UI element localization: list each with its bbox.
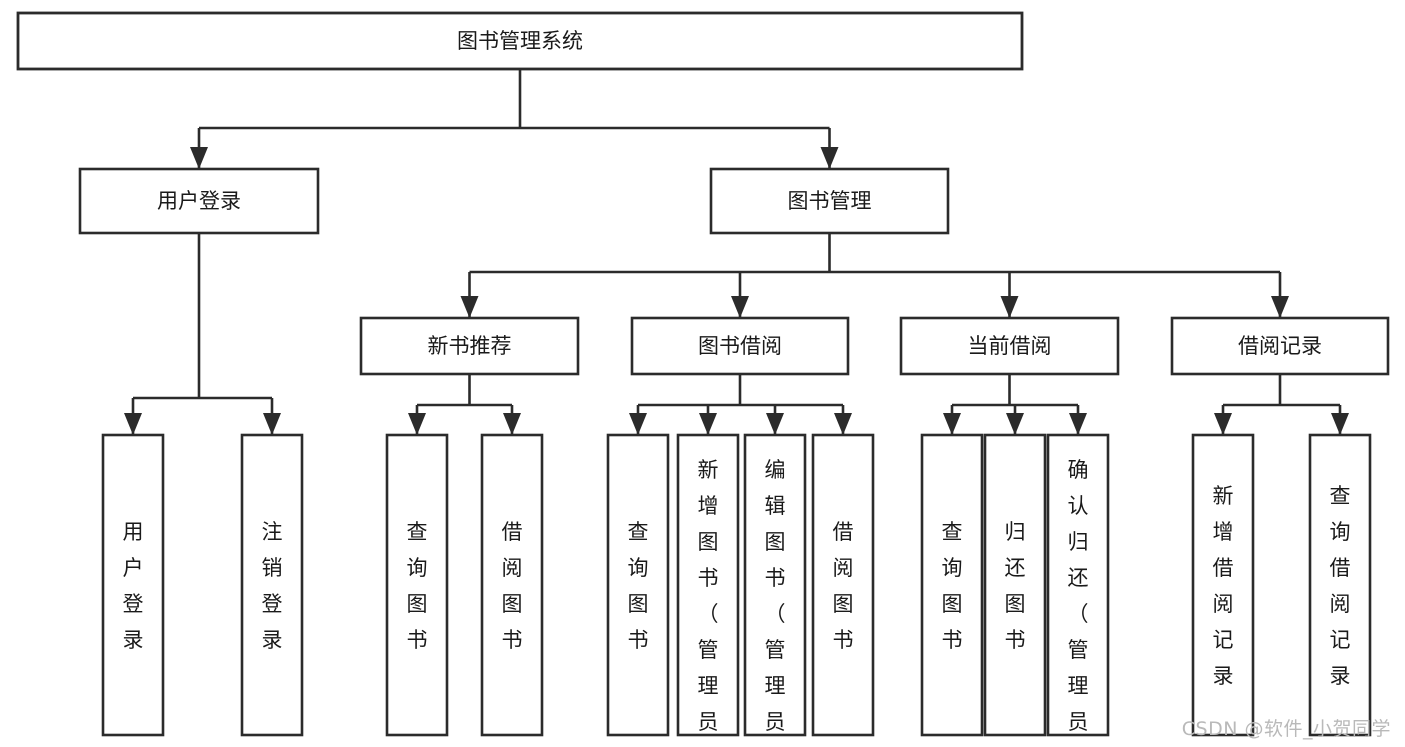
node-current-borrow[interactable]: 当前借阅 [899,316,1120,376]
node-box-leaf-query-record[interactable] [1308,433,1372,737]
node-label-new-book-recommend: 新书推荐 [428,334,512,358]
node-book-borrow[interactable]: 图书借阅 [630,316,850,376]
node-leaf-query-book-borrow[interactable]: 查询图书 [606,433,670,737]
connector-layer [124,69,1349,435]
node-box-leaf-user-login[interactable] [101,433,165,737]
node-box-leaf-query-book-rec[interactable] [385,433,449,737]
arrow-head [731,296,749,318]
node-label-leaf-query-book-rec: 查询图书 [407,520,428,652]
arrow-head [1271,296,1289,318]
node-root[interactable]: 图书管理系统 [16,11,1024,71]
arrow-head [124,413,142,435]
node-box-leaf-query-book-borrow[interactable] [606,433,670,737]
node-layer: 图书管理系统用户登录图书管理新书推荐图书借阅当前借阅借阅记录用户登录注销登录查询… [16,11,1390,747]
node-label-leaf-add-book: 新增图书（管理员） [698,458,719,747]
connector-group-book-borrow [629,374,852,435]
connector-group-user-login [124,233,281,435]
node-leaf-return-book[interactable]: 归还图书 [983,433,1047,737]
node-label-book-borrow: 图书借阅 [698,334,782,358]
node-label-leaf-add-record: 新增借阅记录 [1213,484,1234,688]
node-box-leaf-edit-book[interactable] [743,433,807,737]
node-box-leaf-add-book[interactable] [676,433,740,737]
connector-group-borrow-record [1214,374,1349,435]
arrow-head [820,147,839,169]
node-leaf-confirm-return[interactable]: 确认归还（管理员） [1046,433,1110,747]
node-leaf-borrow-book[interactable]: 借阅图书 [811,433,875,737]
arrow-head [766,413,784,435]
connector-group-current-borrow [943,374,1087,435]
node-label-borrow-record: 借阅记录 [1238,334,1322,358]
arrow-head [408,413,426,435]
node-label-leaf-confirm-return: 确认归还（管理员） [1068,458,1089,747]
node-box-book-manage[interactable] [709,167,950,235]
node-label-leaf-user-login: 用户登录 [123,520,144,652]
node-box-user-login[interactable] [78,167,320,235]
arrow-head [460,296,479,318]
node-leaf-borrow-book-rec[interactable]: 借阅图书 [480,433,544,737]
node-box-leaf-add-record[interactable] [1191,433,1255,737]
node-label-leaf-edit-book: 编辑图书（管理员） [765,458,786,747]
arrow-head [1069,413,1087,435]
node-box-leaf-query-book-cur[interactable] [920,433,984,737]
node-label-leaf-query-book-borrow: 查询图书 [628,520,649,652]
node-label-user-login: 用户登录 [157,189,241,213]
node-new-book-recommend[interactable]: 新书推荐 [359,316,580,376]
node-leaf-query-book-cur[interactable]: 查询图书 [920,433,984,737]
node-box-root[interactable] [16,11,1024,71]
arrow-head [190,147,208,169]
node-leaf-query-record[interactable]: 查询借阅记录 [1308,433,1372,737]
node-box-leaf-user-logout[interactable] [240,433,304,737]
node-leaf-query-book-rec[interactable]: 查询图书 [385,433,449,737]
node-box-leaf-return-book[interactable] [983,433,1047,737]
arrow-head [1214,413,1232,435]
arrow-head [1331,413,1349,435]
node-box-current-borrow[interactable] [899,316,1120,376]
node-book-manage[interactable]: 图书管理 [709,167,950,235]
node-label-book-manage: 图书管理 [788,189,872,213]
node-leaf-user-logout[interactable]: 注销登录 [240,433,304,737]
node-label-leaf-query-book-cur: 查询图书 [942,520,963,652]
node-box-book-borrow[interactable] [630,316,850,376]
node-box-leaf-confirm-return[interactable] [1046,433,1110,737]
arrow-head [699,413,717,435]
connector-group-book-manage [460,233,1289,318]
node-box-leaf-borrow-book-rec[interactable] [480,433,544,737]
node-label-current-borrow: 当前借阅 [968,334,1052,358]
node-leaf-edit-book[interactable]: 编辑图书（管理员） [743,433,807,747]
arrow-head [834,413,852,435]
node-label-leaf-user-logout: 注销登录 [262,520,283,652]
node-label-root: 图书管理系统 [457,29,583,53]
node-box-borrow-record[interactable] [1170,316,1390,376]
node-label-leaf-borrow-book: 借阅图书 [833,520,854,652]
connector-group-root [190,69,839,169]
node-user-login[interactable]: 用户登录 [78,167,320,235]
node-label-leaf-return-book: 归还图书 [1005,520,1026,652]
node-leaf-add-book[interactable]: 新增图书（管理员） [676,433,740,747]
arrow-head [629,413,647,435]
node-borrow-record[interactable]: 借阅记录 [1170,316,1390,376]
connector-group-new-book-recommend [408,374,521,435]
arrow-head [1000,296,1019,318]
arrow-head [943,413,961,435]
arrow-head [263,413,281,435]
node-label-leaf-query-record: 查询借阅记录 [1330,484,1351,688]
node-label-leaf-borrow-book-rec: 借阅图书 [502,520,523,652]
arrow-head [1006,413,1024,435]
node-leaf-add-record[interactable]: 新增借阅记录 [1191,433,1255,737]
node-leaf-user-login[interactable]: 用户登录 [101,433,165,737]
node-box-leaf-borrow-book[interactable] [811,433,875,737]
arrow-head [503,413,521,435]
node-box-new-book-recommend[interactable] [359,316,580,376]
